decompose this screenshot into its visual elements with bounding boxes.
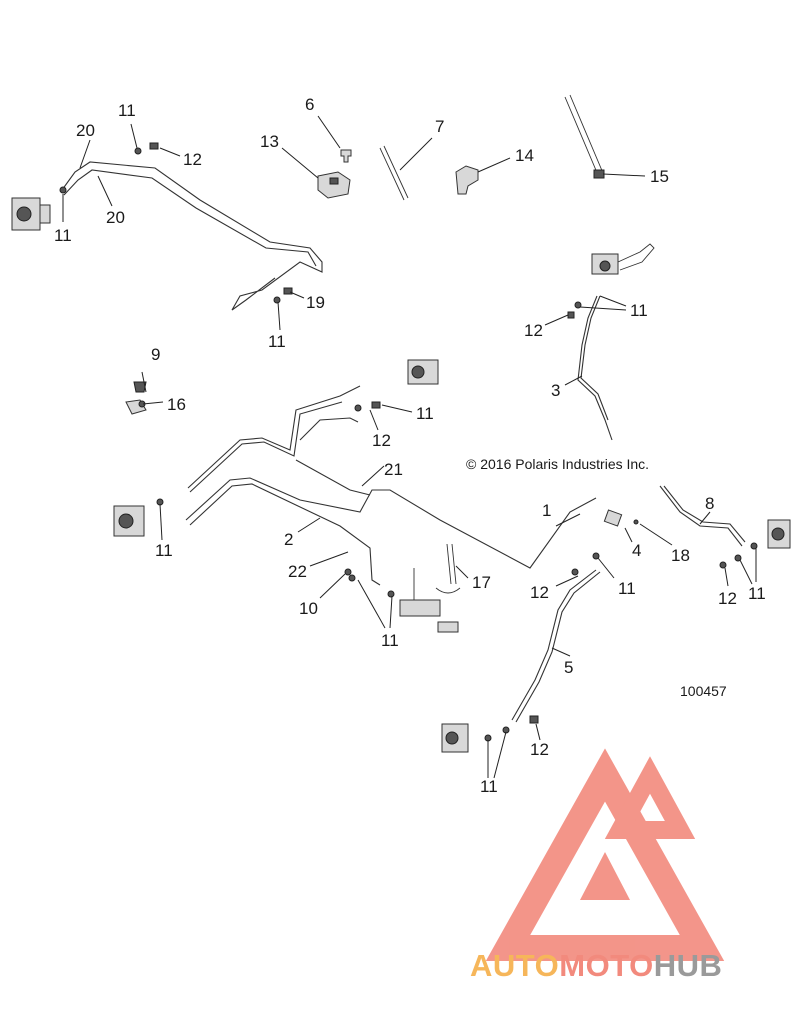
nut-9 [133, 381, 147, 393]
front-right-caliper [113, 505, 145, 537]
callout-11: 11 [480, 777, 498, 796]
callout-12: 12 [718, 589, 737, 608]
callout-7: 7 [435, 117, 445, 136]
grommet-14 [455, 165, 479, 195]
brand-hub: HUB [653, 948, 723, 983]
callout-8: 8 [705, 494, 715, 513]
callout-13: 13 [260, 132, 279, 151]
clip-16 [125, 399, 147, 415]
callout-3: 3 [551, 381, 561, 400]
callout-11: 11 [155, 541, 173, 560]
rear-left-line-5 [441, 552, 601, 753]
main-brake-lines [156, 385, 597, 598]
callout-11: 11 [630, 301, 648, 320]
callout-9: 9 [151, 345, 161, 364]
front-left-brake-line-assembly [11, 142, 323, 311]
watermark-brand-text: AUTOMOTOHUB [470, 948, 722, 984]
callout-16: 16 [167, 395, 186, 414]
diagram-reference-number: 100457 [680, 683, 727, 699]
master-cylinder-line-3 [567, 243, 655, 441]
callout-5: 5 [564, 658, 574, 677]
callout-19: 19 [306, 293, 325, 312]
callout-4: 4 [632, 541, 642, 560]
callout-11: 11 [381, 631, 399, 650]
callout-11: 11 [748, 584, 766, 603]
callout-12: 12 [530, 583, 549, 602]
callout-12: 12 [183, 150, 202, 169]
callout-12: 12 [372, 431, 391, 450]
callout-11: 11 [416, 404, 434, 423]
brand-moto: MOTO [559, 948, 654, 983]
rod-15 [564, 94, 605, 179]
brand-auto: AUTO [470, 948, 560, 983]
callout-11: 11 [54, 226, 72, 245]
copyright-text: © 2016 Polaris Industries Inc. [466, 456, 650, 472]
rear-right-line-8 [603, 485, 791, 569]
callout-22: 22 [288, 562, 307, 581]
callout-2: 2 [284, 530, 294, 549]
clip-6 [340, 149, 352, 163]
callout-18: 18 [671, 546, 690, 565]
callout-20: 20 [76, 121, 95, 140]
callout-17: 17 [472, 573, 491, 592]
bracket-13 [317, 171, 351, 199]
callout-11: 11 [268, 332, 286, 351]
leader-lines [62, 115, 757, 779]
callout-12: 12 [524, 321, 543, 340]
spring-17 [435, 543, 461, 594]
callout-10: 10 [299, 599, 318, 618]
callout-15: 15 [650, 167, 669, 186]
callout-14: 14 [515, 146, 534, 165]
callout-20: 20 [106, 208, 125, 227]
callout-1: 1 [542, 501, 552, 520]
watermark-logo-mark [485, 748, 725, 961]
callout-12: 12 [530, 740, 549, 759]
rod-7 [379, 145, 409, 201]
callout-21: 21 [384, 460, 403, 479]
callout-11: 11 [118, 101, 136, 120]
callout-11: 11 [618, 579, 636, 598]
callout-6: 6 [305, 95, 315, 114]
rear-upper-caliper [407, 359, 439, 385]
pedal-cylinder [399, 568, 459, 633]
